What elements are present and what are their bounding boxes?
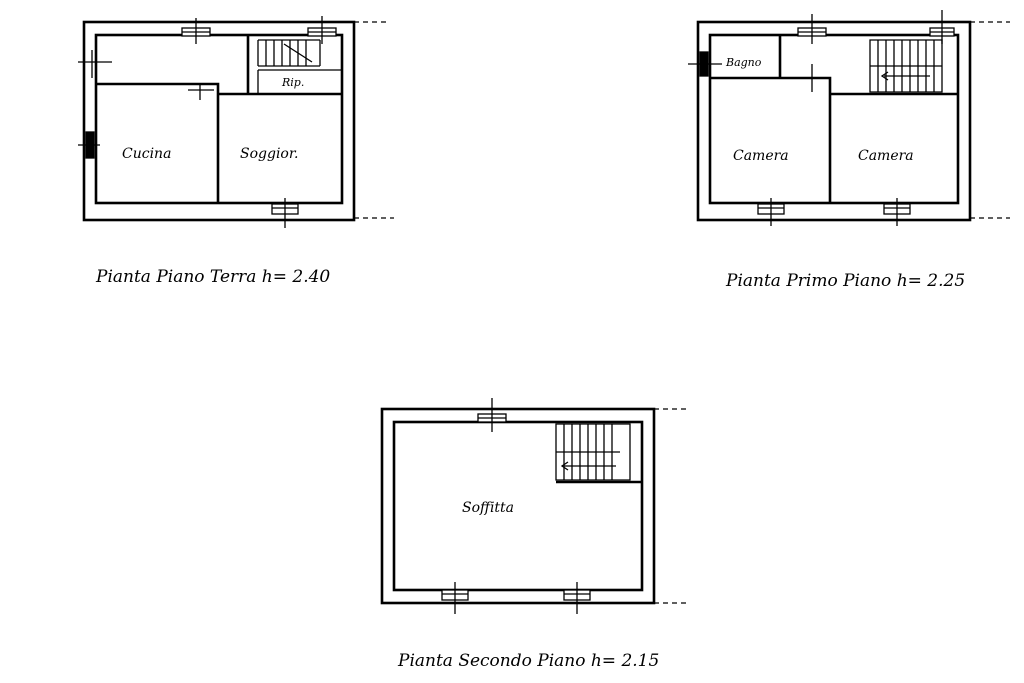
window-top-left [181, 18, 211, 44]
window-top-right [929, 10, 955, 44]
door-left [78, 50, 112, 78]
continuation-lines [354, 21, 394, 219]
window-bottom-right [563, 582, 591, 614]
window-bottom-left [441, 582, 469, 614]
caption-first-floor: Pianta Primo Piano h= 2.25 [725, 271, 965, 291]
wall-camera-1 [710, 76, 832, 203]
window-top [477, 398, 507, 432]
room-label-camera-1: Camera [733, 148, 789, 164]
stairs [869, 39, 943, 93]
door-inner [188, 84, 214, 100]
outer-wall [82, 20, 356, 222]
window-top-right [307, 16, 337, 44]
door-inner [800, 64, 826, 92]
window-top [797, 14, 827, 44]
outer-wall [380, 407, 656, 605]
continuation-lines [970, 21, 1010, 219]
plan-ground-floor: Cucina Soggior. Rip. Pianta Piano Terra … [78, 16, 394, 287]
stairs [555, 423, 642, 484]
room-label-camera-2: Camera [858, 148, 914, 164]
room-label-soffitta: Soffitta [462, 500, 514, 516]
window-bottom-right [883, 198, 911, 226]
wall-cucina [96, 82, 220, 203]
caption-ground-floor: Pianta Piano Terra h= 2.40 [95, 267, 330, 287]
plan-second-floor: Soffitta Pianta Secondo Piano h= 2.15 [380, 398, 690, 671]
window-bottom-left [757, 198, 785, 226]
window-bottom [271, 198, 299, 228]
continuation-lines [654, 408, 690, 604]
stairs [257, 39, 321, 67]
inner-wall [708, 33, 960, 205]
room-label-bagno: Bagno [725, 56, 762, 69]
room-label-soggiorno: Soggior. [240, 146, 298, 162]
wall-ripostiglio [257, 69, 342, 94]
window-left [78, 131, 100, 159]
window-left [688, 51, 722, 77]
room-label-ripostiglio: Rip. [281, 76, 304, 89]
plan-first-floor: Bagno Camera Camera Pianta Primo Piano h… [688, 10, 1010, 291]
inner-wall [392, 420, 644, 592]
outer-wall [696, 20, 972, 222]
caption-second-floor: Pianta Secondo Piano h= 2.15 [397, 651, 659, 671]
room-label-cucina: Cucina [122, 146, 171, 162]
